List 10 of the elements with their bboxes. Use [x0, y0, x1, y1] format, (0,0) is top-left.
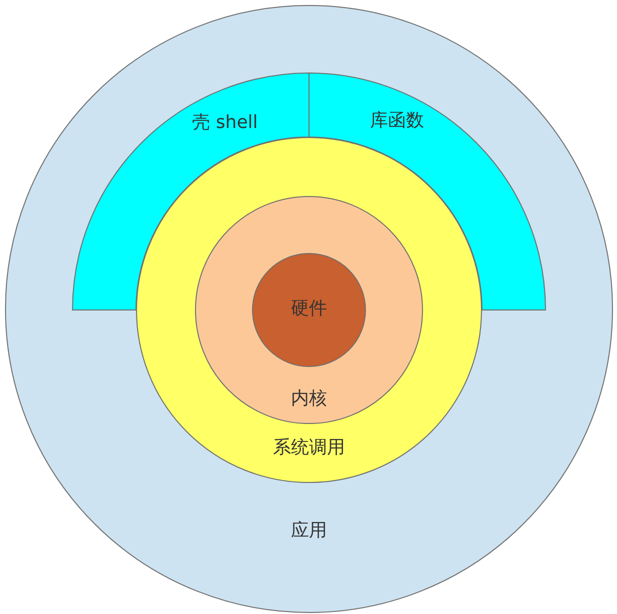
layer-label: 硬件: [291, 297, 327, 320]
middle-ring: [136, 137, 482, 483]
outer-ring: [5, 5, 613, 613]
inner-ring: [195, 196, 423, 424]
layer-label: 壳 shell: [192, 111, 258, 134]
core-circle: [252, 253, 366, 367]
layer-label: 应用: [291, 519, 327, 542]
layer-label: 库函数: [370, 109, 424, 132]
layer-label: 内核: [291, 387, 327, 410]
layer-label: 系统调用: [273, 436, 345, 459]
